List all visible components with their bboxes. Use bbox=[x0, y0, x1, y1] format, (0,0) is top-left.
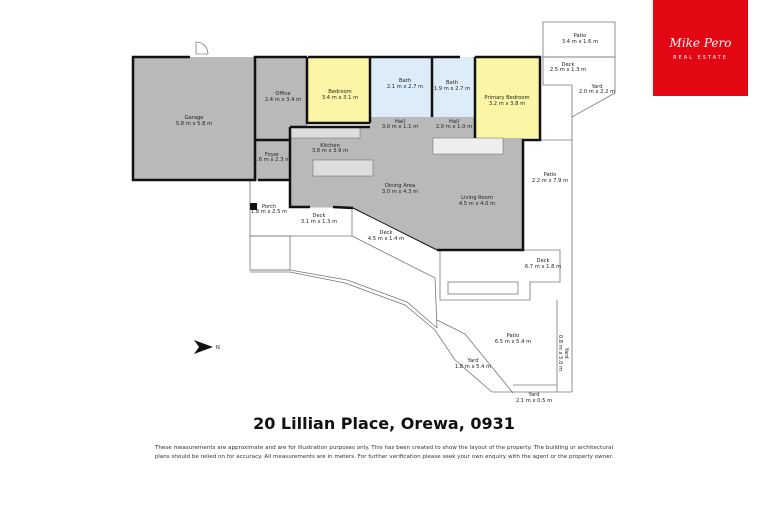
deck-yard-top-outline bbox=[542, 56, 616, 118]
svg-text:3.4 m x 3.1 m: 3.4 m x 3.1 m bbox=[322, 95, 358, 101]
label-deck-4: Deck bbox=[561, 62, 574, 68]
label-primary-bedroom: Primary Bedroom bbox=[484, 95, 529, 101]
label-yard-3: Yard bbox=[563, 347, 569, 359]
svg-text:1.8 m x 5.4 m: 1.8 m x 5.4 m bbox=[455, 364, 491, 370]
bedroom-area bbox=[308, 57, 370, 123]
north-label: N bbox=[216, 345, 220, 351]
label-foyer: Foyer bbox=[265, 152, 280, 158]
svg-text:1.8 m x 2.5 m: 1.8 m x 2.5 m bbox=[251, 209, 287, 215]
porch-post bbox=[250, 203, 257, 210]
label-yard-1: Yard bbox=[591, 84, 603, 90]
brand-subtitle: REAL ESTATE bbox=[673, 55, 728, 61]
property-address: 20 Lillian Place, Orewa, 0931 bbox=[253, 414, 515, 433]
label-bath-2: Bath bbox=[446, 80, 458, 86]
disclaimer-line-1: These measurements are approximate and a… bbox=[154, 445, 614, 451]
deck-east-outline bbox=[439, 249, 561, 301]
label-bath-1: Bath bbox=[399, 78, 411, 84]
svg-text:2.2 m x 7.9 m: 2.2 m x 7.9 m bbox=[532, 178, 568, 184]
interior bbox=[133, 57, 540, 250]
door-swing bbox=[195, 41, 209, 55]
svg-text:3.8 m x 3.9 m: 3.8 m x 3.9 m bbox=[312, 148, 348, 154]
label-bedroom: Bedroom bbox=[328, 89, 351, 95]
brand-script: Mike Pero bbox=[669, 36, 732, 50]
svg-text:2.4 m x 3.4 m: 2.4 m x 3.4 m bbox=[265, 97, 301, 103]
disclaimer-line-2: plans should be relied on for accuracy. … bbox=[154, 454, 614, 460]
svg-text:2.5 m x 1.3 m: 2.5 m x 1.3 m bbox=[550, 67, 586, 73]
svg-text:2.0 m x 2.2 m: 2.0 m x 2.2 m bbox=[579, 89, 615, 95]
svg-text:4.5 m x 4.0 m: 4.5 m x 4.0 m bbox=[459, 201, 495, 207]
south-boundary bbox=[250, 271, 572, 393]
label-deck-3: Deck bbox=[536, 258, 549, 264]
svg-text:1.6 m x 2.3 m: 1.6 m x 2.3 m bbox=[254, 157, 290, 163]
label-garage: Garage bbox=[185, 115, 204, 121]
label-patio-2: Patio bbox=[544, 172, 557, 178]
svg-text:6.5 m x 5.4 m: 6.5 m x 5.4 m bbox=[495, 339, 531, 345]
svg-text:2.0 m x 1.0 m: 2.0 m x 1.0 m bbox=[436, 124, 472, 130]
label-hall-2: Hall bbox=[449, 119, 459, 125]
garage-area bbox=[133, 57, 255, 180]
svg-text:6.7 m x 1.8 m: 6.7 m x 1.8 m bbox=[525, 264, 561, 270]
label-deck-2: Deck bbox=[379, 230, 392, 236]
hall-storage bbox=[432, 137, 504, 155]
svg-text:0.8 m x 5.0 m: 0.8 m x 5.0 m bbox=[557, 335, 563, 371]
svg-text:3.0 m x 1.1 m: 3.0 m x 1.1 m bbox=[382, 124, 418, 130]
svg-text:3.0 m x 4.3 m: 3.0 m x 4.3 m bbox=[382, 189, 418, 195]
label-living-room: Living Room bbox=[461, 195, 493, 201]
kitchen-bench bbox=[289, 126, 361, 139]
svg-text:2.1 m x 2.7 m: 2.1 m x 2.7 m bbox=[387, 84, 423, 90]
svg-text:1.9 m x 2.7 m: 1.9 m x 2.7 m bbox=[434, 86, 470, 92]
svg-text:3.1 m x 1.3 m: 3.1 m x 1.3 m bbox=[301, 219, 337, 225]
svg-text:5.8 m x 5.8 m: 5.8 m x 5.8 m bbox=[176, 121, 212, 127]
room-labels: Garage 5.8 m x 5.8 m Office 2.4 m x 3.4 … bbox=[176, 33, 615, 404]
bath-1-area bbox=[370, 57, 432, 117]
walls bbox=[131, 55, 542, 252]
label-porch: Porch bbox=[262, 204, 276, 210]
label-patio-3: Patio bbox=[507, 333, 520, 339]
svg-text:2.1 m x 0.5 m: 2.1 m x 0.5 m bbox=[516, 398, 552, 404]
label-yard-4: Yard bbox=[528, 392, 540, 398]
bath-2-area bbox=[432, 57, 475, 117]
label-office: Office bbox=[275, 91, 290, 97]
svg-text:4.5 m x 1.4 m: 4.5 m x 1.4 m bbox=[368, 236, 404, 242]
svg-text:3.4 m x 1.6 m: 3.4 m x 1.6 m bbox=[562, 39, 598, 45]
label-hall-1: Hall bbox=[395, 119, 405, 125]
label-deck-1: Deck bbox=[312, 213, 325, 219]
north-arrow-icon bbox=[194, 340, 213, 354]
north-arrow: N bbox=[194, 340, 220, 354]
label-yard-2: Yard bbox=[467, 358, 479, 364]
label-patio-1: Patio bbox=[574, 33, 587, 39]
svg-text:3.2 m x 3.8 m: 3.2 m x 3.8 m bbox=[489, 101, 525, 107]
label-dining: Dining Area bbox=[385, 183, 415, 189]
kitchen-island bbox=[312, 159, 374, 177]
brand-logo: Mike Pero REAL ESTATE bbox=[653, 0, 748, 96]
label-kitchen: Kitchen bbox=[320, 143, 340, 149]
primary-bedroom-area bbox=[475, 57, 540, 138]
